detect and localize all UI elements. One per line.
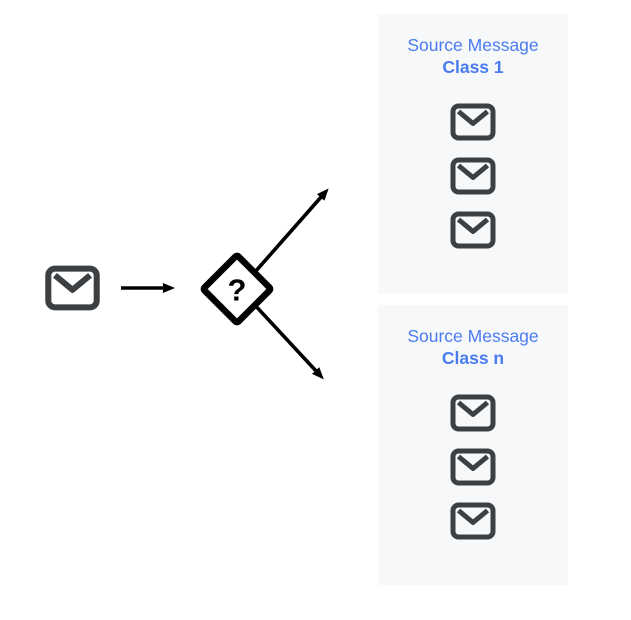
panel-class-1-messages — [450, 103, 496, 249]
panel-class-n: Source Message Class n — [378, 305, 568, 585]
arrow-to-class-n — [238, 287, 324, 380]
arrow-to-class-1 — [238, 188, 329, 291]
envelope-icon — [450, 394, 496, 432]
envelope-icon — [450, 502, 496, 540]
panel-title-line1: Source Message — [407, 326, 539, 346]
panel-class-n-messages — [450, 394, 496, 540]
input-envelope-icon — [45, 265, 100, 311]
panel-title-line1: Source Message — [407, 35, 539, 55]
envelope-icon — [450, 448, 496, 486]
panel-title-line2: Class n — [441, 348, 505, 368]
envelope-icon — [450, 157, 496, 195]
envelope-icon — [450, 103, 496, 141]
panel-class-1-title: Source Message Class 1 — [407, 34, 538, 78]
panel-class-1: Source Message Class 1 — [378, 14, 568, 294]
question-mark: ? — [228, 273, 247, 308]
decision-diamond-icon — [200, 252, 274, 326]
panel-class-n-title: Source Message Class n — [407, 325, 538, 369]
panel-title-line2: Class 1 — [442, 57, 504, 77]
envelope-icon — [450, 211, 496, 249]
